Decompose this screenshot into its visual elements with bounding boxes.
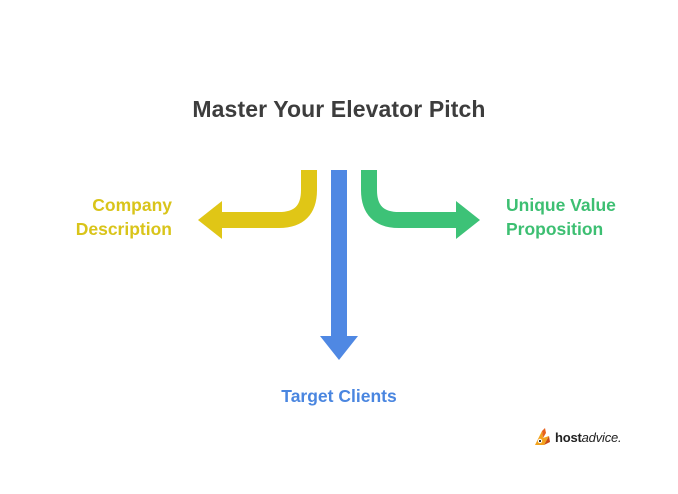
arrow-left-company-description	[198, 170, 317, 239]
hostadvice-logo-text: hostadvice.	[555, 429, 622, 445]
label-unique-value-line2: Proposition	[506, 219, 604, 239]
label-company-description: Company Description	[20, 193, 172, 241]
label-unique-value-line1: Unique Value	[506, 195, 616, 215]
label-company-description-line1: Company	[92, 195, 172, 215]
hostadvice-logo: hostadvice.	[533, 426, 622, 448]
label-company-description-line2: Description	[75, 219, 172, 239]
diagram-title: Master Your Elevator Pitch	[192, 96, 486, 122]
hostadvice-logo-icon	[535, 428, 550, 445]
arrow-down-target-clients	[320, 170, 358, 360]
logo-text-host: host	[555, 429, 582, 445]
logo-text-advice: advice.	[581, 429, 622, 445]
label-target-clients: Target Clients	[281, 386, 397, 406]
arrow-right-unique-value	[361, 170, 480, 239]
label-unique-value-proposition: Unique Value Proposition	[506, 193, 666, 241]
